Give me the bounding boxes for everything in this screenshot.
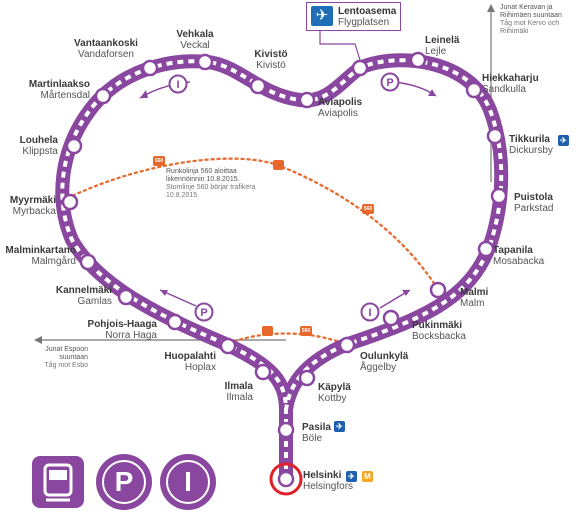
- bus-stop-icon: [362, 204, 374, 214]
- svg-text:I: I: [368, 307, 371, 319]
- station-dot-vantaankoski: [141, 59, 159, 77]
- airport-label-box: ✈ Lentoasema Flygplatsen: [306, 2, 401, 31]
- station-dot-pasila: [277, 421, 295, 439]
- bus-stop-icon: [300, 326, 312, 336]
- airport-name-fi: Lentoasema: [338, 6, 397, 17]
- bus-stop-icon: [153, 156, 165, 166]
- bus-560-badge: 560: [301, 328, 311, 334]
- airport-train-icon: ✈: [346, 471, 357, 482]
- station-dot-lentoasema: [351, 59, 369, 77]
- station-dot-kapyla: [298, 369, 316, 387]
- bus-stop-icon: [273, 160, 284, 170]
- station-dot-ilmala: [254, 363, 272, 381]
- p-line-roundel-south: [194, 302, 214, 322]
- svg-text:I: I: [176, 79, 179, 91]
- p-train-icon: P: [96, 454, 152, 510]
- bus-560-badge: 560: [363, 206, 373, 212]
- airport-train-icon: ✈: [558, 135, 569, 146]
- i-line-roundel-south: [360, 302, 380, 322]
- station-dot-kannelmaki: [117, 288, 135, 306]
- airport-name-sv: Flygplatsen: [338, 17, 390, 28]
- station-dot-huopalahti: [219, 337, 237, 355]
- station-dot-aviapolis: [298, 91, 316, 109]
- station-dot-leinela: [409, 51, 427, 69]
- i-line-roundel: [168, 74, 188, 94]
- station-dot-tapanila: [477, 240, 495, 258]
- airplane-icon: ✈: [311, 6, 333, 26]
- station-dot-oulunkyla: [338, 336, 356, 354]
- station-dot-vehkala: [196, 53, 214, 71]
- bus-560-short-route: [227, 332, 346, 346]
- station-dot-martinlaakso: [94, 87, 112, 105]
- helsinki-highlight-ring: [269, 462, 303, 496]
- station-dot-malminkartano: [79, 253, 97, 271]
- bus-stop-icon: [262, 326, 273, 336]
- station-dot-helsinki: [277, 470, 295, 488]
- station-dot-malmi: [429, 281, 447, 299]
- station-dot-myyrmaki: [61, 193, 79, 211]
- station-dot-puistola: [490, 187, 508, 205]
- station-dot-kivisto: [249, 77, 267, 95]
- i-train-icon: I: [160, 454, 216, 510]
- bus-560-route: [71, 157, 438, 289]
- station-dot-hiekkaharju: [465, 81, 483, 99]
- airport-train-icon: ✈: [334, 421, 345, 432]
- metro-icon: M: [362, 471, 373, 482]
- station-dot-tikkurila: [486, 127, 504, 145]
- station-dot-louhela: [65, 137, 83, 155]
- svg-text:P: P: [200, 307, 207, 319]
- bus-560-badge: 560: [154, 158, 164, 164]
- bus-560-note: Runkolinja 560 aloittaa liikennöinnin 10…: [166, 168, 256, 199]
- train-icon: [32, 456, 84, 508]
- station-dot-pukinmaki: [382, 309, 400, 327]
- p-line-roundel: [380, 72, 400, 92]
- station-dot-pohjois-haaga: [166, 313, 184, 331]
- svg-text:P: P: [386, 77, 393, 89]
